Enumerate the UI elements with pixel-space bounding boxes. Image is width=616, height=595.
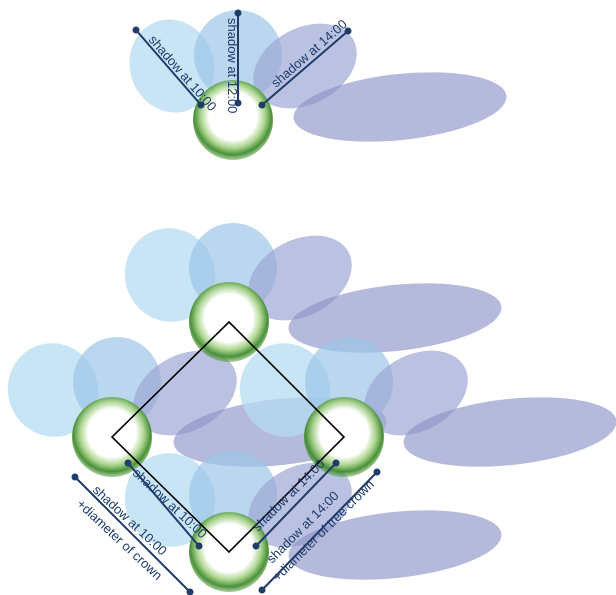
guide-dot: [132, 26, 140, 34]
shadow-1000-ellipse: [129, 19, 215, 113]
guide-dot: [332, 459, 340, 467]
guide-line-1400-inner: [255, 462, 337, 547]
guide-dot: [71, 473, 79, 481]
guide-line-1400-outer: [261, 471, 378, 591]
guide-dot: [124, 459, 132, 467]
guide-dot: [258, 101, 266, 109]
guide-line-1000-outer: [74, 476, 191, 593]
guide-line-1000-inner: [127, 462, 200, 547]
guide-dot: [234, 99, 242, 107]
guide-dot: [344, 27, 352, 35]
shadow-long-ellipse: [293, 72, 507, 142]
shadow-morning-ellipse: [7, 343, 99, 437]
guide-dot: [258, 586, 266, 594]
guide-line-1000: [135, 29, 202, 106]
guide-dot: [197, 101, 205, 109]
tree-crown: [193, 80, 273, 160]
guide-dot: [373, 468, 381, 476]
single-tree-diagram: shadow at 10:00 shadow at 12:00 shadow a…: [129, 9, 507, 160]
guide-line-1400: [261, 30, 349, 106]
label-shadow-1200: shadow at 12:00: [225, 18, 240, 113]
guide-dot: [234, 9, 242, 17]
guide-dot: [186, 588, 194, 595]
shadow-long-ellipse: [288, 283, 502, 353]
shadow-morning-ellipse: [124, 453, 216, 547]
guide-dot: [252, 542, 260, 550]
shadow-long-ellipse: [403, 397, 616, 467]
planting-grid-diagram: shadow at 10:00 shadow at 14:00 shadow a…: [7, 223, 616, 595]
planting-grid-diamond: [110, 320, 346, 554]
shadow-morning-ellipse: [239, 343, 331, 437]
shadow-long-ellipse: [288, 510, 502, 580]
guide-dot: [195, 542, 203, 550]
shadow-afternoon-ellipse: [248, 235, 352, 321]
